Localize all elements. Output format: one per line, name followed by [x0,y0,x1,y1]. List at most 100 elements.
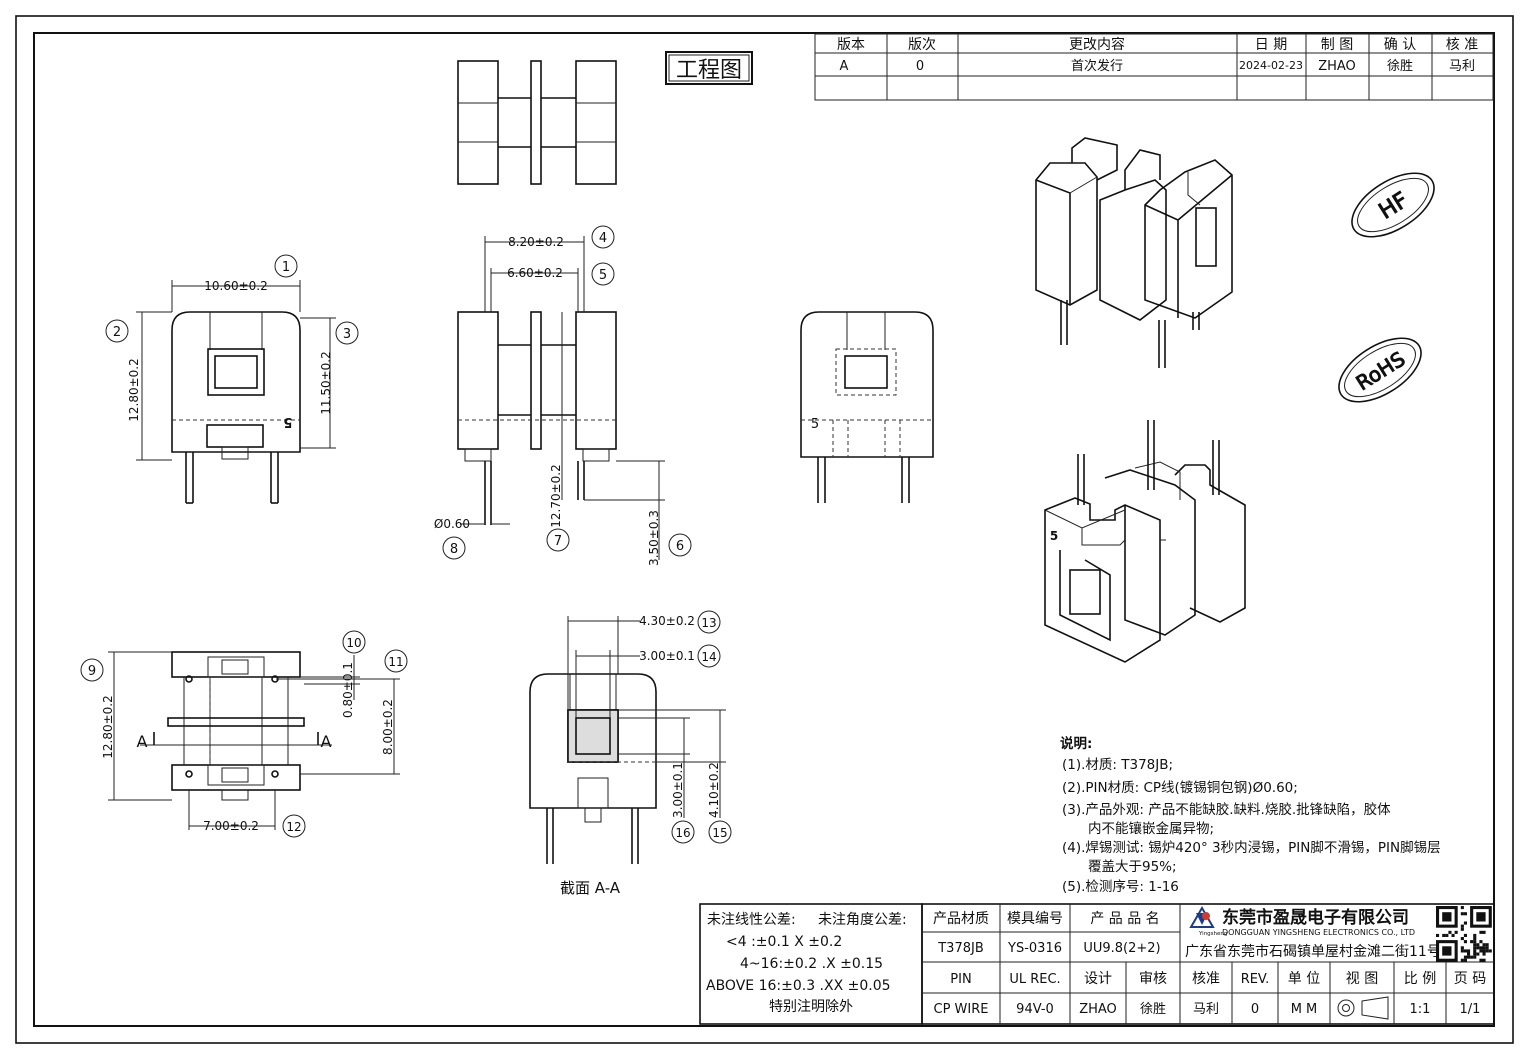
tb-name: UU9.8(2+2) [1083,941,1160,956]
svg-text:16: 16 [675,826,690,840]
section-marker-left: A [137,732,148,751]
dim-11: 8.00±0.2 [381,699,395,755]
balloon-8: 8 [442,536,466,560]
tb-header-name: 产 品 品 名 [1090,911,1159,927]
pin-mark-front: 5 [283,414,292,429]
front-dims: 10.60±0.2 12.80±0.2 11.50±0.2 [127,279,336,461]
company-brand: Yingsheng [1198,931,1227,937]
note-item-4: (4).焊锡测试: 锡炉420° 3秒内浸锡，PIN脚不滑锡，PIN脚锡层 [1062,840,1441,856]
balloon-15: 15 [708,820,732,844]
tb-page: 1/1 [1460,1002,1481,1017]
note-item-3b: 内不能镶嵌金属异物; [1088,820,1214,837]
outer-border [15,15,1514,1044]
dim-6: 3.50±0.3 [647,510,661,566]
dim-3: 11.50±0.2 [319,351,333,415]
tb-mold: YS-0316 [1007,941,1062,956]
svg-text:10: 10 [346,636,361,650]
dim-8: Ø0.60 [434,517,470,531]
balloon-11: 11 [384,649,408,673]
tolerance-row-3: ABOVE 16:±0.3 .XX ±0.05 [706,978,891,994]
dim-2: 12.80±0.2 [127,358,141,422]
note-item-5: (5).检测序号: 1-16 [1062,879,1179,895]
notes-title: 说明: [1060,735,1092,752]
rev-header-change: 更改内容 [1069,36,1125,53]
rev-edition: 0 [916,59,924,74]
section-marker-right: A [321,732,332,751]
svg-text:3: 3 [343,327,351,342]
title-badge: 工程图 [665,51,753,85]
tb-header-view: 视 图 [1346,971,1378,987]
rev-header-date: 日 期 [1255,37,1287,53]
svg-text:15: 15 [712,826,727,840]
tb-pin: CP WIRE [934,1002,989,1017]
rev-drawn: ZHAO [1318,59,1356,74]
tb-scale: 1:1 [1410,1002,1431,1017]
notes: 说明: (1).材质: T378JB; (2).PIN材质: CP线(镀锡铜包钢… [1060,735,1441,895]
tb-header-pin: PIN [950,972,971,987]
dim-10: 0.80±0.1 [341,662,355,718]
dim-15: 4.10±0.2 [707,762,721,818]
tolerance-linear-label: 未注线性公差: [707,912,796,928]
note-item-2: (2).PIN材质: CP线(镀锡铜包钢)Ø0.60; [1062,779,1298,796]
front-view: 5 [171,311,301,504]
pin-mark-rear: 5 [811,417,819,432]
tb-header-page: 页 码 [1454,971,1486,987]
tb-rev: 0 [1251,1002,1259,1017]
rev-change: 首次发行 [1071,58,1123,74]
tb-header-review: 审核 [1139,971,1167,987]
company-name-cn: 东莞市盈晟电子有限公司 [1222,907,1409,928]
side-dims: 8.20±0.2 6.60±0.2 Ø0.60 12.70±0.2 3.50±0… [434,235,665,566]
balloon-7: 7 [546,528,570,552]
tb-header-scale: 比 例 [1404,971,1436,987]
side-view [457,311,617,525]
svg-text:12: 12 [286,820,301,834]
tb-header-unit: 单 位 [1288,971,1320,987]
bottom-dims: 12.80±0.2 0.80±0.1 8.00±0.2 7.00±0.2 [101,651,400,833]
balloon-2: 2 [105,319,129,343]
svg-text:2: 2 [113,325,121,340]
note-item-1: (1).材质: T378JB; [1062,757,1173,773]
tb-design: ZHAO [1079,1002,1117,1017]
rev-header-version: 版本 [837,37,865,53]
balloon-13: 13 [697,610,721,634]
svg-text:4: 4 [599,231,607,246]
tolerance-block: 未注线性公差: 未注角度公差: <4 :±0.1 X ±0.2 4~16:±0.… [699,903,923,1025]
tolerance-row-2: 4~16:±0.2 .X ±0.15 [740,956,883,972]
tb-unit: M M [1291,1002,1318,1017]
rev-header-confirm: 确 认 [1384,37,1416,53]
svg-text:11: 11 [388,655,403,669]
section-view: 截面 A-A [529,673,657,897]
inner-border [33,32,1495,1027]
note-item-4b: 覆盖大于95%; [1088,859,1177,875]
tb-header-mold: 模具编号 [1007,911,1063,927]
dim-13: 4.30±0.2 [639,614,695,628]
balloon-10: 10 [342,630,366,654]
svg-text:13: 13 [701,616,716,630]
note-item-3: (3).产品外观: 产品不能缺胶.缺料.烧胶.批锋缺陷，胶体 [1062,801,1391,818]
company-name-en: DONGGUAN YINGSHENG ELECTRONICS CO., LTD [1222,928,1415,937]
qr-code-icon [1436,906,1492,962]
svg-text:1: 1 [282,260,290,275]
bottom-view: A A [137,651,332,801]
company-address: 广东省东莞市石碣镇单屋村金滩二街11号 [1185,943,1441,960]
balloon-14: 14 [697,644,721,668]
rear-view: 5 [800,311,934,503]
tb-header-approve: 核准 [1192,971,1220,987]
svg-text:7: 7 [554,534,562,549]
rev-header-approve: 核 准 [1446,37,1478,53]
tb-header-design: 设计 [1084,971,1112,987]
title-badge-text: 工程图 [676,58,742,83]
dim-9: 12.80±0.2 [101,695,115,759]
tolerance-row-1: <4 :±0.1 X ±0.2 [726,934,842,950]
section-label: 截面 A-A [560,879,621,897]
svg-text:6: 6 [676,539,684,554]
dim-5: 6.60±0.2 [507,266,563,280]
rev-header-edition: 版次 [908,37,936,53]
rev-date: 2024-02-23 [1239,59,1303,72]
balloon-1: 1 [274,254,298,278]
balloon-12: 12 [282,814,306,838]
dim-7: 12.70±0.2 [549,464,563,528]
top-view [457,60,617,185]
balloon-6: 6 [668,533,692,557]
